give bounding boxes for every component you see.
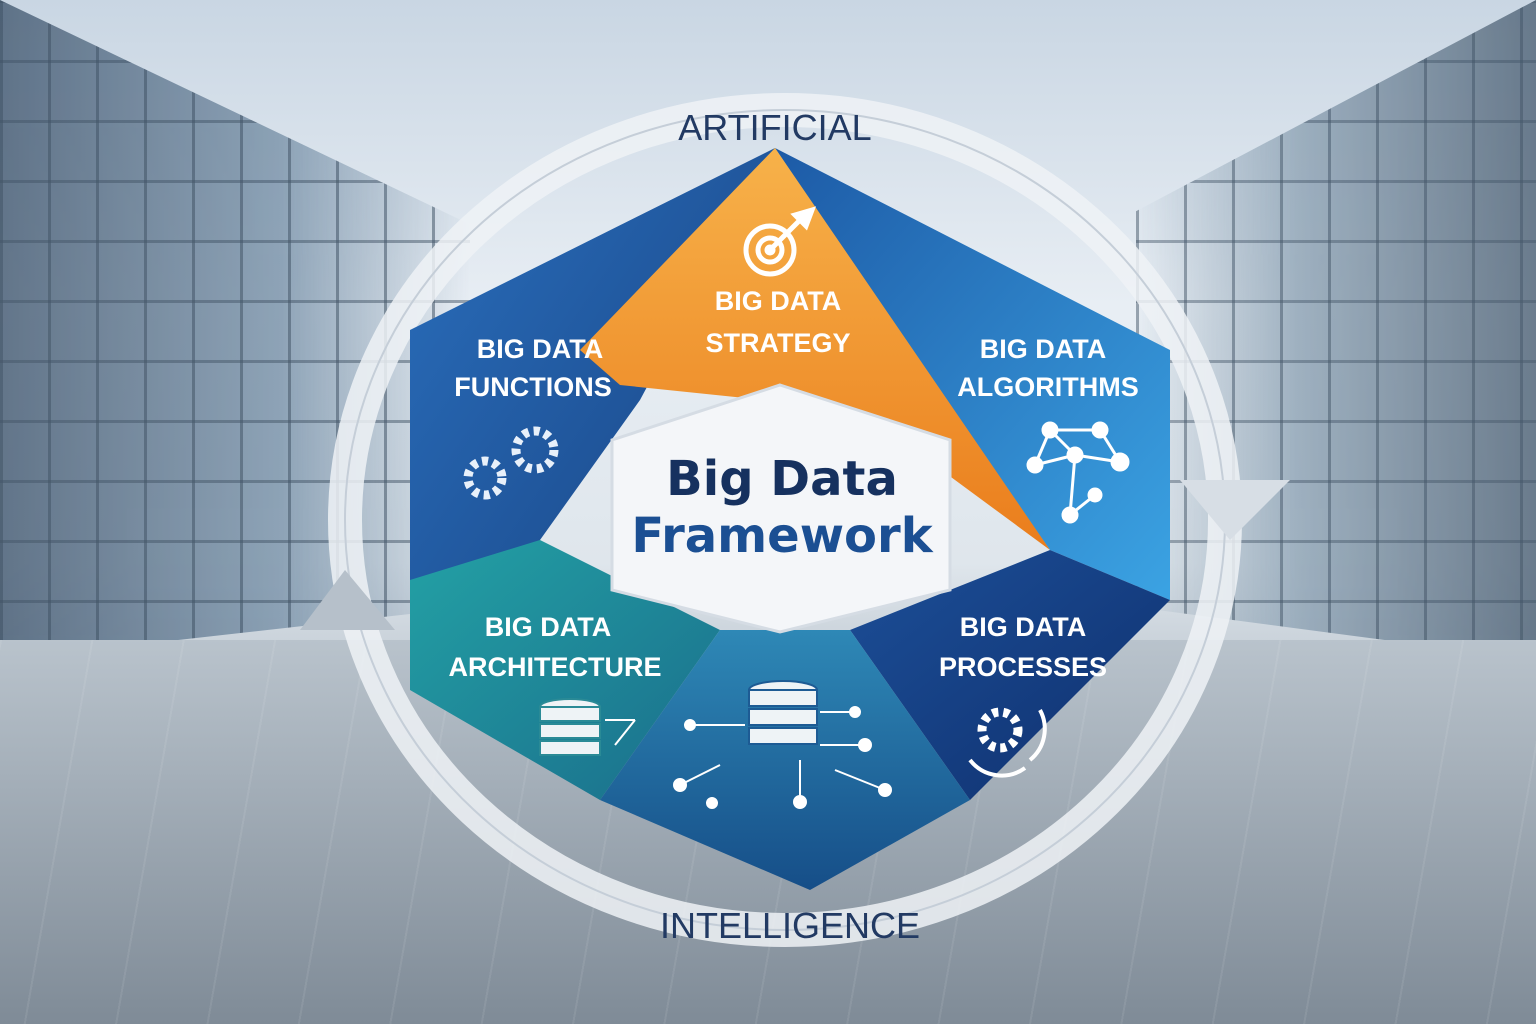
- center-title-line2: Framework: [631, 508, 933, 564]
- ring-top-label: ARTIFICIAL: [678, 107, 871, 148]
- strategy-label-line2: STRATEGY: [705, 328, 850, 358]
- ai-cycle-ring: [300, 93, 1290, 947]
- ring-bottom-label: INTELLIGENCE: [660, 905, 920, 946]
- segment-data-core: [600, 630, 970, 890]
- architecture-label-line2: ARCHITECTURE: [449, 652, 662, 682]
- functions-label-line2: FUNCTIONS: [454, 372, 612, 402]
- arrow-head-right: [1180, 480, 1290, 540]
- network-icon: [1026, 421, 1130, 524]
- gear-cycle-icon: [968, 707, 1047, 778]
- strategy-label-line1: BIG DATA: [715, 286, 841, 316]
- segment-architecture[interactable]: [410, 540, 720, 800]
- database-icon: [539, 698, 636, 756]
- processes-label-line1: BIG DATA: [960, 612, 1086, 642]
- algorithms-label-line1: BIG DATA: [980, 334, 1106, 364]
- functions-label-line1: BIG DATA: [477, 334, 603, 364]
- center-hexagon: [610, 383, 952, 634]
- gears-icon: [463, 426, 559, 500]
- center-title-line1: Big Data: [666, 451, 898, 507]
- arrow-head-left: [300, 570, 395, 630]
- algorithms-label-line2: ALGORITHMS: [957, 372, 1139, 402]
- processes-label-line2: PROCESSES: [939, 652, 1107, 682]
- target-icon: [743, 206, 817, 277]
- segment-processes[interactable]: [850, 550, 1170, 800]
- central-database-icon: [673, 680, 892, 809]
- architecture-label-line1: BIG DATA: [485, 612, 611, 642]
